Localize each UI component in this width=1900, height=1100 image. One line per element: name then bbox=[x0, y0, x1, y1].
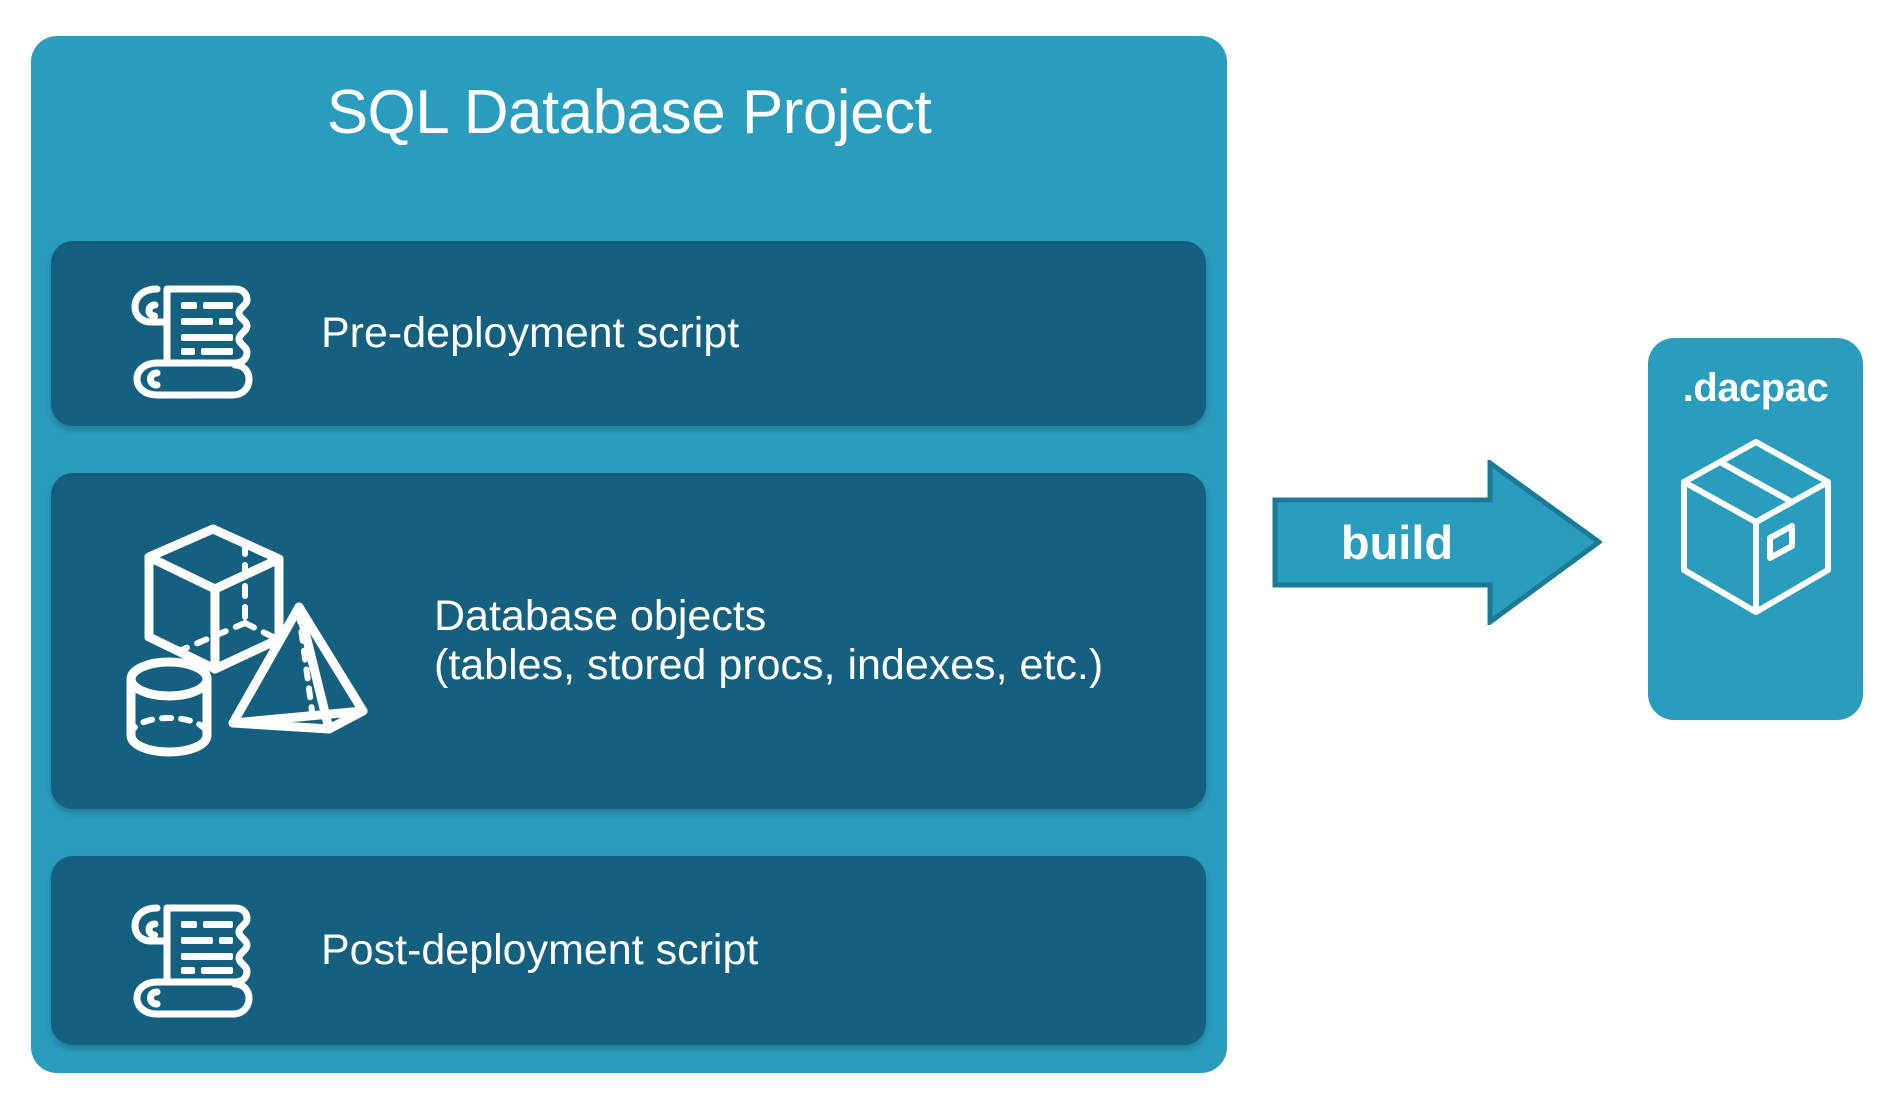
dacpac-output-box[interactable]: .dacpac bbox=[1648, 338, 1863, 720]
page-title: SQL Database Project bbox=[326, 78, 932, 147]
dacpac-title: .dacpac bbox=[1682, 366, 1829, 410]
card-pre-deployment-label: Pre-deployment script bbox=[321, 308, 740, 357]
sql-database-project-container: SQL Database Project bbox=[31, 36, 1227, 1073]
card-post-deployment-script[interactable]: Post-deployment script bbox=[51, 856, 1206, 1045]
build-arrow-icon bbox=[1272, 458, 1604, 627]
card-post-deployment-label: Post-deployment script bbox=[321, 925, 759, 974]
card-database-objects[interactable]: Database objects (tables, stored procs, … bbox=[51, 473, 1206, 809]
card-pre-deployment-script[interactable]: Pre-deployment script bbox=[51, 241, 1206, 426]
card-database-objects-label: Database objects (tables, stored procs, … bbox=[434, 591, 1104, 689]
3d-shapes-icon bbox=[113, 513, 413, 773]
scroll-icon bbox=[123, 269, 263, 399]
package-box-icon bbox=[1676, 434, 1836, 634]
scroll-icon bbox=[123, 888, 263, 1018]
